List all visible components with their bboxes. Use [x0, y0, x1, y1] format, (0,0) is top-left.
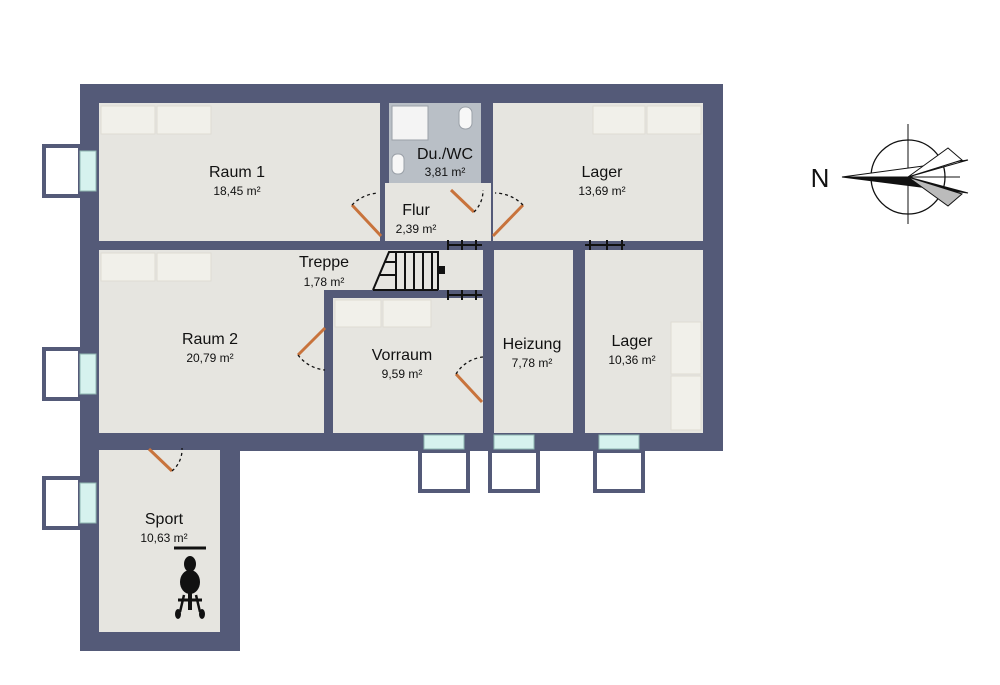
room-area-lager1: 13,69 m² [578, 184, 625, 198]
window-raum1 [42, 144, 97, 198]
floor-heizung [494, 250, 573, 433]
door-sport [147, 447, 183, 473]
toilet-icon [458, 106, 473, 130]
shelf-lager2-b [670, 375, 702, 431]
staircase [372, 251, 445, 291]
room-area-flur: 2,39 m² [396, 222, 437, 236]
window-raum2 [42, 347, 97, 401]
room-name-vorraum: Vorraum [372, 347, 432, 364]
shelf-vorraum-b [382, 299, 432, 328]
window-heizung [488, 434, 540, 493]
room-area-sport: 10,63 m² [140, 531, 187, 545]
room-area-raum1: 18,45 m² [213, 184, 260, 198]
window-sport [42, 476, 97, 530]
room-area-duwc: 3,81 m² [425, 165, 466, 179]
room-name-treppe: Treppe [299, 254, 349, 271]
room-area-lager2: 10,36 m² [608, 353, 655, 367]
compass-north-label: N [811, 163, 830, 193]
room-area-heizung: 7,78 m² [512, 356, 553, 370]
shelf-raum1-a [100, 105, 156, 135]
room-labels: Raum 1 18,45 m² Du./WC 3,81 m² Lager 13,… [140, 146, 655, 545]
room-name-lager2: Lager [612, 333, 654, 350]
shelf-raum2-a [100, 252, 156, 282]
compass-rose-icon: N [811, 124, 969, 224]
exercise-bike-icon [174, 546, 206, 619]
shelf-vorraum-a [334, 299, 382, 328]
shower-icon [391, 105, 429, 141]
room-area-raum2: 20,79 m² [186, 351, 233, 365]
room-area-treppe: 1,78 m² [304, 275, 345, 289]
shelf-lager1-a [592, 105, 646, 135]
shelf-lager2-a [670, 321, 702, 375]
door-duwc [449, 188, 484, 214]
window-vorraum [418, 434, 470, 493]
room-name-raum2: Raum 2 [182, 331, 238, 348]
doors [147, 188, 525, 473]
room-name-sport: Sport [145, 511, 184, 528]
sink-icon [391, 153, 405, 175]
furniture [100, 105, 702, 431]
door-heizung [454, 356, 484, 404]
windows [42, 144, 645, 530]
shelf-raum1-b [156, 105, 212, 135]
room-area-vorraum: 9,59 m² [382, 367, 423, 381]
shelf-raum2-b [156, 252, 212, 282]
floor-sport [99, 450, 220, 632]
door-raum1 [350, 192, 383, 238]
room-name-heizung: Heizung [503, 336, 562, 353]
passage-markers [447, 240, 625, 300]
window-lager2 [593, 434, 645, 493]
room-name-raum1: Raum 1 [209, 164, 265, 181]
room-name-duwc: Du./WC [417, 146, 473, 163]
shelf-lager1-b [646, 105, 702, 135]
room-name-lager1: Lager [582, 164, 624, 181]
bathroom-fixtures [391, 105, 473, 175]
door-lager1 [491, 192, 525, 238]
room-name-flur: Flur [402, 202, 430, 219]
door-raum2 [296, 326, 327, 371]
